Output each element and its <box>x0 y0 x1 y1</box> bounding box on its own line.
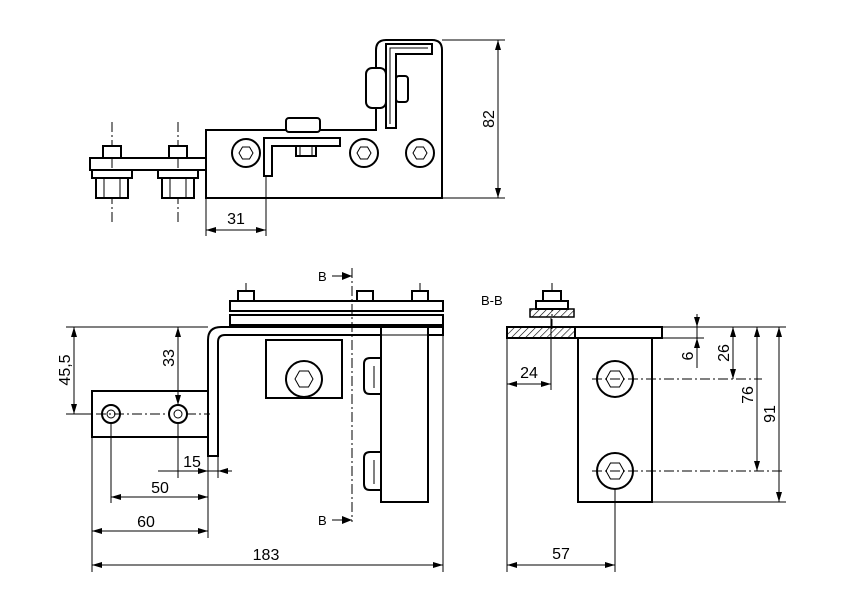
dim-45-5: 45,5 <box>57 326 208 415</box>
top-hole-3 <box>405 138 435 168</box>
dim-50: 50 <box>110 423 209 538</box>
dim-24-label: 24 <box>520 365 538 382</box>
dim-24: 24 <box>506 318 552 572</box>
front-view: B B 45,5 33 <box>57 268 444 572</box>
top-middle-block <box>285 117 321 157</box>
dim-15-label: 15 <box>183 454 201 471</box>
front-center-screw <box>285 360 323 398</box>
front-top-bolt-3 <box>411 283 429 302</box>
front-top-plate <box>229 300 444 312</box>
section-mark-top: B <box>318 269 352 284</box>
dim-60: 60 <box>91 437 208 572</box>
dim-183: 183 <box>92 335 444 572</box>
section-rail-hatched <box>506 326 576 339</box>
section-mark-bottom-label: B <box>318 513 327 528</box>
section-mark-top-label: B <box>318 269 327 284</box>
section-top-plate <box>574 326 663 339</box>
dim-31: 31 <box>205 176 267 236</box>
dim-45-5-label: 45,5 <box>57 354 74 385</box>
top-bolt-left <box>91 122 133 225</box>
front-knob-upper <box>363 357 382 395</box>
dim-26-label: 26 <box>716 344 733 362</box>
dim-60-label: 60 <box>137 514 155 531</box>
dim-50-label: 50 <box>151 480 169 497</box>
top-side-knob <box>365 67 409 109</box>
top-mounting-plate <box>205 39 443 199</box>
dim-26: 26 <box>716 327 736 379</box>
dim-57: 57 <box>507 489 616 572</box>
dim-57-label: 57 <box>552 546 570 563</box>
section-screw-lower <box>592 452 784 490</box>
front-left-hole-2 <box>168 404 188 424</box>
dim-15: 15 <box>158 423 232 478</box>
top-hole-1 <box>231 138 261 168</box>
front-top-rail <box>229 314 444 326</box>
section-screw-upper <box>592 360 762 398</box>
front-right-block <box>380 326 429 503</box>
dim-33-label: 33 <box>161 349 178 367</box>
dim-6: 6 <box>662 314 786 368</box>
dim-91: 91 <box>652 327 786 503</box>
section-bolt <box>529 283 575 330</box>
top-view: 82 31 <box>89 39 505 236</box>
top-hole-2 <box>349 138 379 168</box>
dim-82-label: 82 <box>481 110 498 128</box>
top-bolt-right <box>157 122 199 225</box>
front-top-bolt-1 <box>237 283 255 302</box>
section-view: B-B 24 <box>481 283 786 572</box>
section-mark-bottom: B <box>318 513 352 528</box>
dim-82: 82 <box>442 39 505 199</box>
dim-33: 33 <box>161 327 181 405</box>
dim-76: 76 <box>740 327 760 471</box>
dim-76-label: 76 <box>740 386 757 404</box>
dim-31-label: 31 <box>227 211 245 228</box>
dim-91-label: 91 <box>762 405 779 423</box>
section-title: B-B <box>481 293 503 308</box>
dim-6-label: 6 <box>680 351 697 360</box>
top-bolt-bar <box>89 157 207 171</box>
front-top-bolt-2 <box>356 290 374 302</box>
front-knob-lower <box>363 451 382 491</box>
dim-183-label: 183 <box>253 547 280 564</box>
